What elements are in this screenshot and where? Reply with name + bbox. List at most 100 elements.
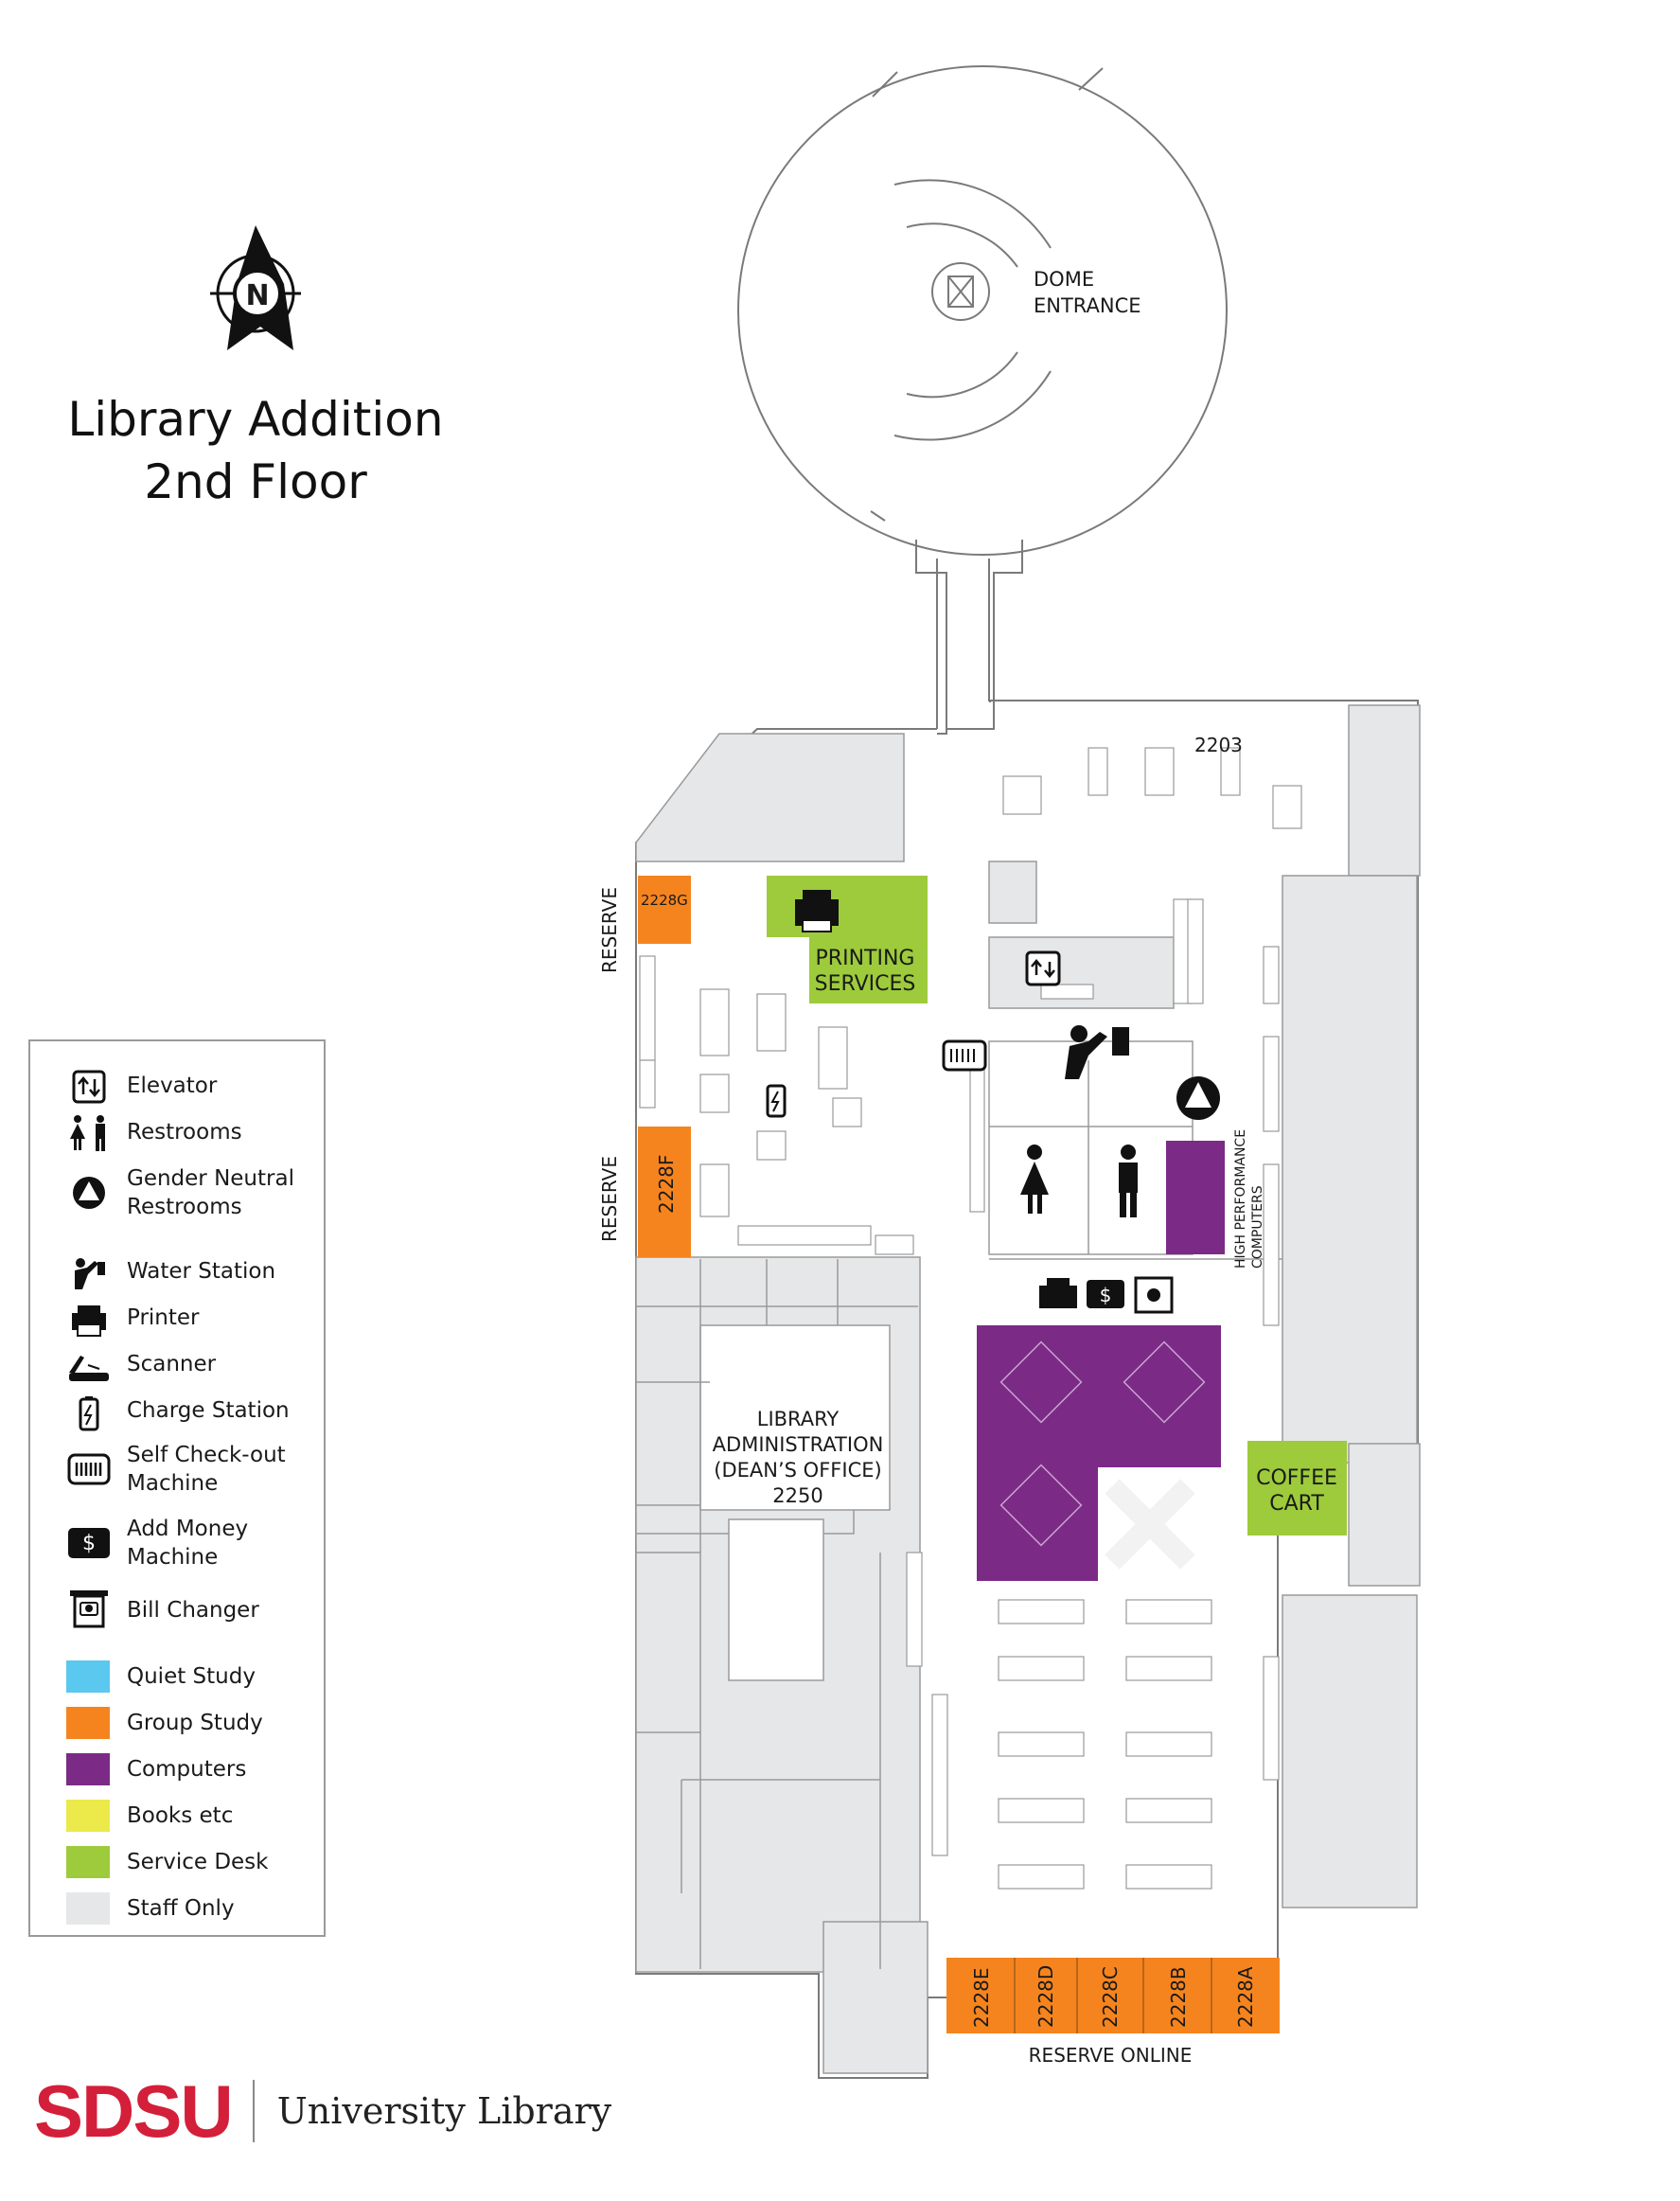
legend-gender-neutral-label: Gender Neutral Restrooms [127, 1164, 294, 1221]
group-study-rooms [638, 876, 1280, 2033]
room-2228b-label: 2228B [1167, 1966, 1190, 2028]
map-printer-icon [795, 890, 839, 932]
stairs-arc-bottom [893, 370, 1052, 441]
dome-elevator-box [947, 275, 974, 308]
admin-inner-room [728, 1518, 824, 1681]
map-self-checkout-icon [942, 1039, 987, 1072]
room-2228g-label: 2228G [641, 892, 688, 909]
gender-neutral-restroom-icon [66, 1170, 112, 1216]
hpc-label-2: COMPUTERS [1250, 1185, 1265, 1269]
map-label-group: DOME ENTRANCE 2203 2228G RESERVE RESERVE… [245, 268, 1336, 2067]
printing-label-2: SERVICES [815, 972, 916, 996]
charge-station-icon [66, 1391, 112, 1436]
computer-desk-clusters [999, 1340, 1206, 1547]
legend-quiet-study-label: Quiet Study [127, 1664, 256, 1689]
computer-areas [977, 1141, 1225, 1581]
add-money-glyph: $ [68, 1528, 110, 1558]
admin-label-1: LIBRARY [757, 1408, 840, 1430]
study-tables [639, 747, 1302, 1890]
map-men-restroom-icon [1119, 1145, 1138, 1217]
coffee-label-2: CART [1269, 1492, 1324, 1516]
building-outline [635, 559, 1419, 2079]
room-2228d-label: 2228D [1035, 1965, 1057, 2028]
legend-group-study-label: Group Study [127, 1711, 263, 1735]
printer-icon [66, 1298, 112, 1343]
map-water-station-icon [1065, 1025, 1129, 1079]
map-add-money-icon: $ [1087, 1280, 1124, 1308]
restroom-walls [989, 1060, 1193, 1254]
printing-label-1: PRINTING [816, 947, 915, 970]
service-desk-swatch [66, 1846, 110, 1878]
admin-label-2: ADMINISTRATION [713, 1433, 884, 1456]
water-station-icon [66, 1251, 112, 1297]
books-swatch [66, 1800, 110, 1832]
coffee-seating-x [1105, 1479, 1195, 1570]
legend-self-checkout-line-2: Machine [127, 1471, 219, 1496]
dome-elevator-cross [947, 275, 974, 308]
legend-add-money-label: Add Money Machine [127, 1515, 248, 1571]
restroom-icon [66, 1110, 112, 1156]
reserve-online-label: RESERVE ONLINE [1029, 2044, 1193, 2067]
dome-core [931, 262, 990, 321]
self-checkout-icon [66, 1447, 112, 1492]
dome-outline [737, 65, 1228, 556]
admin-walls [636, 1259, 918, 1969]
title-line-1: Library Addition [67, 392, 444, 447]
legend-self-checkout-line-1: Self Check-out [127, 1443, 286, 1467]
room-2228f-label: 2228F [655, 1155, 678, 1214]
dome-label-2: ENTRANCE [1034, 294, 1141, 317]
map-charge-station-icon [766, 1084, 787, 1118]
university-library-label: University Library [276, 2090, 612, 2132]
restroom-block [988, 1040, 1194, 1255]
admin-office-open [699, 1324, 891, 1511]
legend-scanner-label: Scanner [127, 1352, 217, 1376]
reserve-label-2: RESERVE [598, 1156, 621, 1242]
map-bill-changer-icon [1134, 1276, 1174, 1314]
legend-restrooms-label: Restrooms [127, 1120, 242, 1145]
legend-computers-label: Computers [127, 1757, 247, 1782]
bill-changer-icon [66, 1587, 112, 1632]
map-title: Library Addition 2nd Floor [38, 388, 473, 513]
stairs-arc-top-inner [906, 222, 1018, 268]
room-2228a-label: 2228A [1234, 1966, 1257, 2028]
computers-swatch [66, 1753, 110, 1785]
map-printer-icon-2 [1039, 1278, 1077, 1308]
stairs-arc-bottom-inner [906, 351, 1018, 399]
scanner-icon [66, 1344, 112, 1390]
elevator-icon [66, 1064, 112, 1109]
legend-elevator-label: Elevator [127, 1074, 218, 1098]
hpc-label-1: HIGH PERFORMANCE [1233, 1129, 1248, 1269]
sdsu-logo: SDSU [34, 2068, 234, 2153]
compass-letter: N [245, 279, 269, 312]
staff-only-swatch [66, 1892, 110, 1925]
room-2228c-label: 2228C [1099, 1966, 1122, 2028]
svg-text:$: $ [1100, 1284, 1112, 1306]
dome-label-1: DOME [1034, 268, 1094, 291]
legend-printer-label: Printer [127, 1305, 200, 1330]
legend-add-money-line-2: Machine [127, 1545, 219, 1570]
footer-branding: SDSU University Library [34, 2069, 612, 2153]
legend-books-label: Books etc [127, 1803, 234, 1828]
legend-bill-changer-label: Bill Changer [127, 1598, 259, 1623]
room-2203-label: 2203 [1194, 734, 1243, 756]
footer-divider [252, 2080, 255, 2142]
map-elevator-icon [1025, 950, 1061, 986]
north-compass [210, 225, 301, 350]
coffee-label-1: COFFEE [1256, 1466, 1337, 1490]
map-gender-neutral-restroom-icon [1176, 1076, 1220, 1120]
legend-add-money-line-1: Add Money [127, 1517, 249, 1541]
room-2228e-label: 2228E [970, 1967, 993, 2028]
group-study-swatch [66, 1707, 110, 1739]
dome-neck [915, 540, 1023, 730]
stairs-arc-top [893, 179, 1052, 249]
legend-charge-station-label: Charge Station [127, 1398, 290, 1423]
dome-walls [870, 67, 1104, 522]
group-room-dividers [1014, 1958, 1212, 2033]
admin-label-3: (DEAN’S OFFICE) [714, 1459, 881, 1482]
admin-label-4: 2250 [772, 1484, 822, 1507]
legend-staff-only-label: Staff Only [127, 1896, 235, 1921]
quiet-study-swatch [66, 1660, 110, 1693]
legend: Elevator Restrooms Gender Neutral Restro… [28, 1039, 326, 1937]
legend-gender-neutral-line-1: Gender Neutral [127, 1166, 294, 1191]
